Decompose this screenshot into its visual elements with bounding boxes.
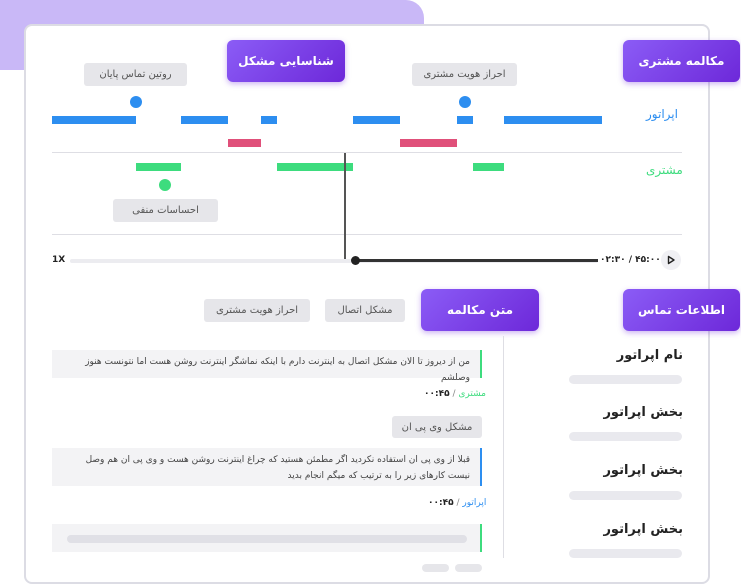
operator-message-meta: اپراتور / ۰۰:۴۵ <box>428 498 486 508</box>
pagination-dot[interactable] <box>455 564 482 572</box>
meta-separator: / <box>456 498 460 508</box>
field-value-placeholder <box>569 549 682 558</box>
panel-divider <box>503 336 504 558</box>
transcript-tag-vpn[interactable]: مشکل وی پی ان <box>392 416 482 438</box>
operator-speech-segment <box>52 116 136 124</box>
timeline-marker[interactable] <box>459 96 471 108</box>
playhead-line <box>344 153 346 261</box>
row-divider <box>52 152 682 153</box>
operator-speech-segment <box>504 116 602 124</box>
tag-customer-auth[interactable]: احراز هویت مشتری <box>412 63 517 86</box>
transcript-tag-connection[interactable]: مشکل اتصال <box>325 299 405 322</box>
customer-message-accent <box>480 524 482 552</box>
call-info-header: اطلاعات تماس <box>623 289 740 331</box>
customer-message-accent <box>480 350 482 378</box>
time-separator: / <box>628 255 633 265</box>
customer-row-label: مشتری <box>646 163 683 177</box>
transcript-header: متن مکالمه <box>421 289 539 331</box>
field-value-placeholder <box>569 432 682 441</box>
transcript-tag-auth[interactable]: احراز هویت مشتری <box>204 299 310 322</box>
customer-speech-segment <box>473 163 504 171</box>
operator-speech-segment <box>457 116 473 124</box>
field-operator-department: بخش اپراتور <box>603 405 683 420</box>
time-readout: ۰۲:۳۰ / ۴۵:۰۰ <box>600 255 661 265</box>
customer-message: من از دیروز تا الان مشکل اتصال به اینترن… <box>52 350 480 383</box>
operator-message-accent <box>480 448 482 486</box>
progress-handle[interactable] <box>350 256 360 265</box>
operator-speech-segment <box>353 116 400 124</box>
message-speaker: اپراتور <box>462 498 487 508</box>
progress-fill <box>355 259 598 262</box>
message-time: ۰۰:۴۵ <box>428 498 454 508</box>
customer-message-meta: مشتری / ۰۰:۴۵ <box>424 389 486 399</box>
message-placeholder-line <box>67 535 467 543</box>
playback-speed[interactable]: 1X <box>52 255 66 265</box>
operator-message: قبلا از وی پی ان استفاده نکردید اگر مطمئ… <box>52 448 480 486</box>
timeline-marker[interactable] <box>130 96 142 108</box>
play-button[interactable] <box>661 250 681 270</box>
progress-track[interactable] <box>70 259 598 263</box>
field-operator-department: بخش اپراتور <box>603 463 683 478</box>
overlap-segment <box>228 139 261 147</box>
field-value-placeholder <box>569 375 682 384</box>
row-divider <box>52 234 682 235</box>
conversation-header: مکالمه مشتری <box>623 40 740 82</box>
operator-row-label: اپراتور <box>646 107 678 121</box>
problem-identification-header: شناسایی مشکل <box>227 40 345 82</box>
message-time: ۰۰:۴۵ <box>424 389 450 399</box>
overlap-segment <box>400 139 457 147</box>
tag-negative-emotion[interactable]: احساسات منفی <box>113 199 218 222</box>
meta-separator: / <box>452 389 456 399</box>
message-speaker: مشتری <box>458 389 486 399</box>
customer-speech-segment <box>277 163 353 171</box>
total-time: ۴۵:۰۰ <box>635 255 661 265</box>
customer-speech-segment <box>136 163 181 171</box>
current-time: ۰۲:۳۰ <box>600 255 626 265</box>
play-icon <box>667 255 675 265</box>
timeline-marker[interactable] <box>159 179 171 191</box>
field-operator-name: نام اپراتور <box>616 348 683 363</box>
field-operator-department: بخش اپراتور <box>603 522 683 537</box>
tag-end-routine[interactable]: روتین تماس پایان <box>84 63 187 86</box>
pagination-dot[interactable] <box>422 564 449 572</box>
field-value-placeholder <box>569 491 682 500</box>
operator-speech-segment <box>181 116 228 124</box>
operator-speech-segment <box>261 116 277 124</box>
